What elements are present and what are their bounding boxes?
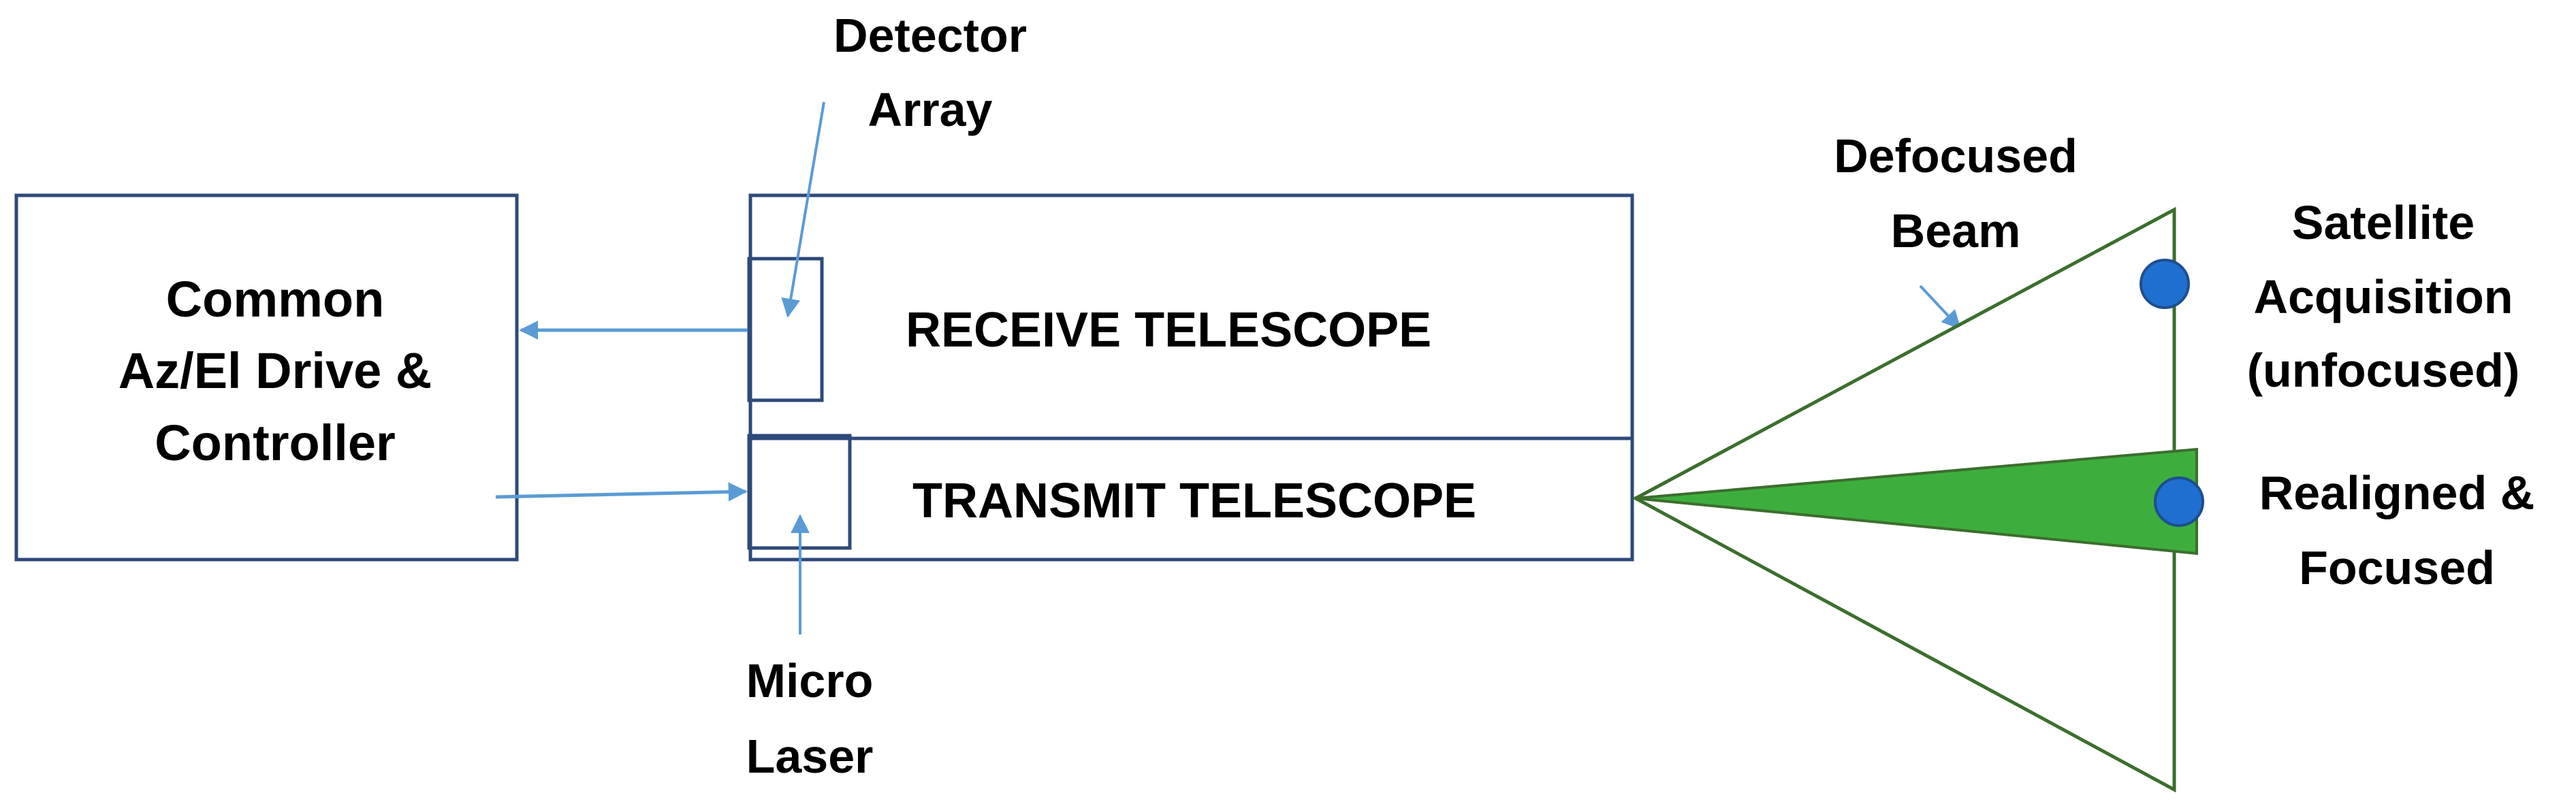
transmit-telescope-label: TRANSMIT TELESCOPE [912, 474, 1476, 528]
detector-array-box [747, 257, 824, 402]
satellite-acquisition-label-line2: Acquisition [2253, 270, 2513, 323]
detector-array-label-line2: Array [868, 83, 993, 136]
realigned-focused-label-line1: Realigned & [2259, 466, 2535, 519]
realigned-focused-label-line2: Focused [2299, 541, 2495, 594]
micro-laser-label-line1: Micro [746, 654, 874, 707]
receive-telescope-label: RECEIVE TELESCOPE [906, 303, 1431, 357]
satellite-acquisition-label-line3: (unfocused) [2247, 344, 2520, 397]
satellite-acquisition-label-line1: Satellite [2292, 196, 2475, 249]
defocused-beam-pointer [1919, 285, 1961, 330]
detector-array-label-line1: Detector [833, 9, 1027, 62]
transmit-telescope-box [748, 436, 1634, 562]
controller-box [14, 193, 519, 562]
receive-telescope-box [748, 193, 1634, 440]
controller-label-line3: Controller [155, 415, 396, 471]
defocused-beam-label-line2: Beam [1891, 204, 2021, 257]
detector-array-pointer [781, 101, 825, 318]
controller-label-line1: Common [166, 271, 385, 327]
satellite-acquisition-marker [2140, 259, 2190, 309]
controller-label-line2: Az/El Drive & [118, 342, 432, 399]
satellite-realigned-marker [2154, 477, 2204, 527]
controller-to-transmit-arrow [495, 482, 748, 502]
defocused-beam-label-line1: Defocused [1834, 129, 2078, 182]
micro-laser-label-line2: Laser [746, 730, 874, 783]
